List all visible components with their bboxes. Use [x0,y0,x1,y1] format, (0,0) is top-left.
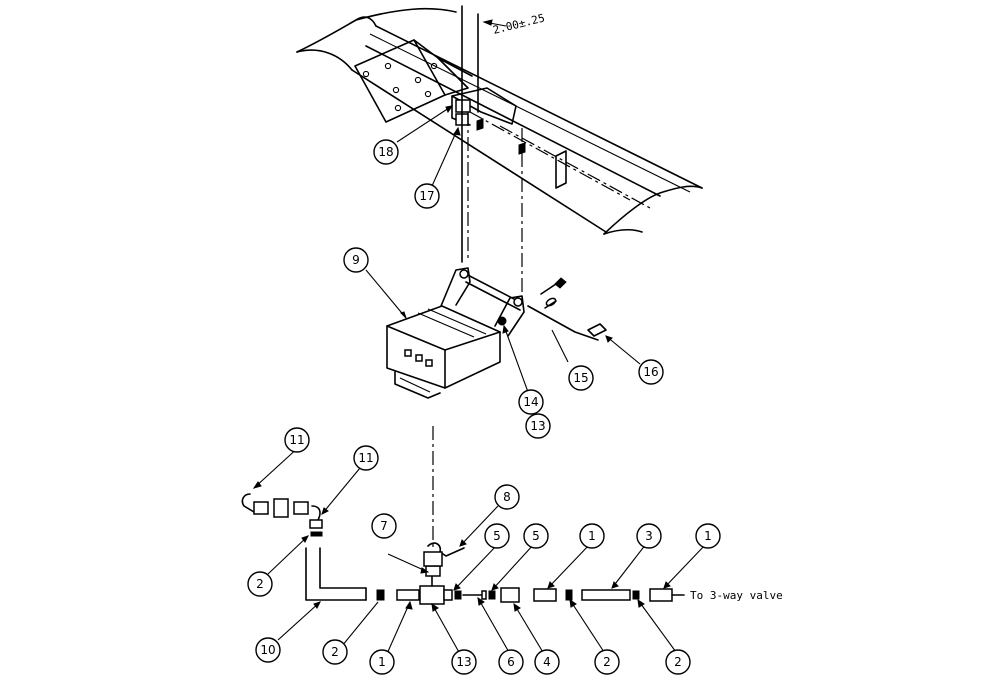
svg-text:6: 6 [507,655,515,669]
svg-text:15: 15 [573,371,588,385]
svg-text:17: 17 [419,189,434,203]
callout-2-lower-left: 2 [322,639,348,665]
svg-text:7: 7 [380,519,388,533]
callout-3: 3 [636,523,662,549]
svg-text:1: 1 [588,529,596,543]
svg-text:18: 18 [378,145,393,159]
part-18-block [455,99,471,113]
tee-13 [419,585,445,605]
tank-assembly [386,267,607,399]
fitting-1a [396,589,420,601]
callout-2-hose: 2 [247,571,273,597]
svg-text:13: 13 [456,655,471,669]
svg-text:2: 2 [256,577,264,591]
svg-text:1: 1 [378,655,386,669]
svg-text:11: 11 [289,433,304,447]
leader-lines [252,105,707,657]
svg-text:10: 10 [260,643,275,657]
svg-text:1: 1 [704,529,712,543]
fitting-4 [500,587,520,603]
callout-2-lower-mid: 2 [594,649,620,675]
frame-assembly [296,5,703,300]
callout-13-valve: 13 [451,649,477,675]
callout-5-left: 5 [484,523,510,549]
hose-elbow-left [241,493,255,513]
callout-18: 18 [373,139,399,165]
svg-text:11: 11 [358,451,373,465]
svg-text:2: 2 [331,645,339,659]
callout-1-upper-right: 1 [695,523,721,549]
plumbing-assembly: To 3-way valve [241,493,783,605]
fitting-1b [533,588,557,602]
svg-text:2: 2 [603,655,611,669]
callout-1-upper-left: 1 [579,523,605,549]
callout-2-lower-right: 2 [665,649,691,675]
dimension-annotation: 2.00±.25 [482,11,547,37]
part-14-nut [497,316,507,326]
callout-16: 16 [638,359,664,385]
svg-text:5: 5 [532,529,540,543]
svg-text:3: 3 [645,529,653,543]
callout-15: 15 [568,365,594,391]
callout-10: 10 [255,637,281,663]
hose-3 [581,589,631,601]
callout-6: 6 [498,649,524,675]
tank-box [386,305,501,389]
callout-5-right: 5 [523,523,549,549]
svg-text:9: 9 [352,253,360,267]
dimension-label: 2.00±.25 [492,11,547,36]
svg-text:14: 14 [523,395,538,409]
callout-14: 14 [518,389,544,415]
svg-text:16: 16 [643,365,658,379]
svg-text:4: 4 [543,655,551,669]
svg-text:5: 5 [493,529,501,543]
callout-11-left: 11 [284,427,310,453]
callout-13-tank: 13 [525,413,551,439]
callout-17: 17 [414,183,440,209]
valve-note: To 3-way valve [690,589,783,602]
svg-text:8: 8 [503,490,511,504]
callout-4: 4 [534,649,560,675]
callout-1-lower: 1 [369,649,395,675]
svg-text:13: 13 [530,419,545,433]
svg-text:2: 2 [674,655,682,669]
callout-9: 9 [343,247,369,273]
fitting-1c [649,588,673,602]
callout-8: 8 [494,484,520,510]
callout-7: 7 [371,513,397,539]
callout-11-right: 11 [353,445,379,471]
